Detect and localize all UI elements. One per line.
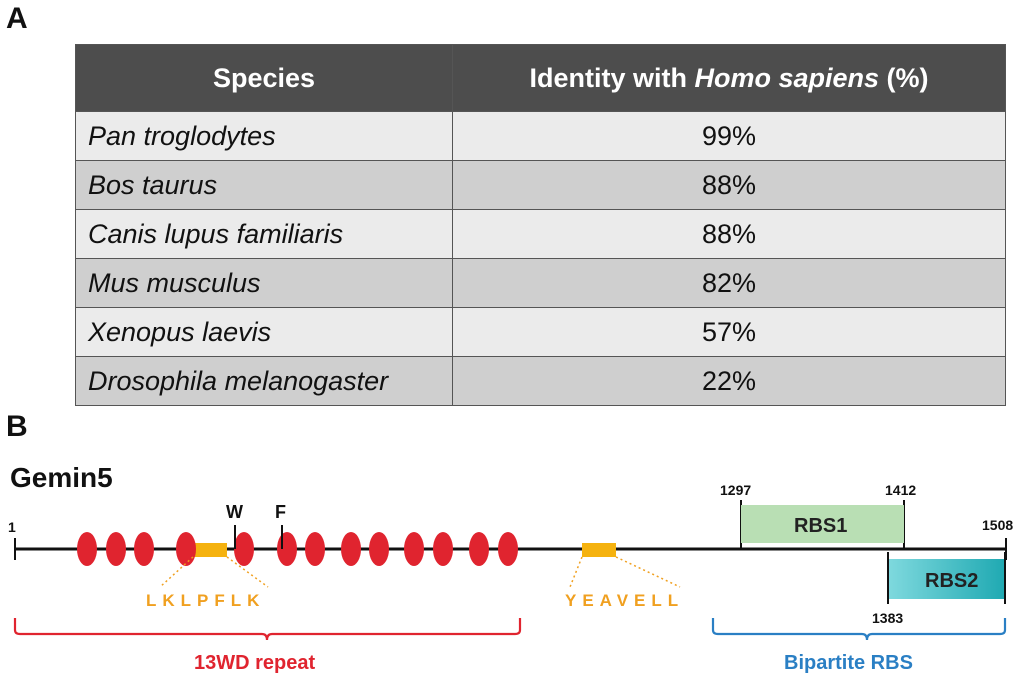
rbs1-label: RBS1: [794, 515, 847, 537]
species-cell: Drosophila melanogaster: [75, 356, 453, 406]
motif-2-sequence: YEAVELL: [565, 591, 684, 610]
wd-repeat-blade: [234, 532, 254, 566]
header-identity-italic: Homo sapiens: [694, 62, 880, 93]
species-cell: Bos taurus: [75, 160, 453, 210]
wd-repeat-blade: [176, 532, 196, 566]
header-identity: Identity with Homo sapiens (%): [452, 44, 1006, 112]
wd-repeat-blade: [498, 532, 518, 566]
rbs2-start-label: 1383: [872, 610, 903, 626]
wd-repeat-blade: [404, 532, 424, 566]
table-row: Mus musculus 82%: [75, 258, 1006, 308]
motif-box-2: [582, 543, 616, 557]
wd-repeat-blade: [277, 532, 297, 566]
wd-repeat-blade: [369, 532, 389, 566]
identity-cell: 88%: [452, 209, 1006, 259]
table-row: Drosophila melanogaster 22%: [75, 356, 1006, 406]
wd-repeat-blade: [469, 532, 489, 566]
identity-cell: 22%: [452, 356, 1006, 406]
wd-repeat-blade: [433, 532, 453, 566]
wd-repeat-brace-label: 13WD repeat: [194, 652, 315, 674]
rbs2-domain-box: [888, 559, 1005, 599]
header-identity-suffix: (%): [879, 62, 929, 93]
motif-box-1: [193, 543, 227, 557]
species-cell: Canis lupus familiaris: [75, 209, 453, 259]
table-row: Canis lupus familiaris 88%: [75, 209, 1006, 259]
species-cell: Xenopus laevis: [75, 307, 453, 357]
species-cell: Pan troglodytes: [75, 111, 453, 161]
wd-repeat-group: [77, 532, 518, 566]
motif-1-callout-right: [226, 556, 269, 588]
identity-cell: 88%: [452, 160, 1006, 210]
header-identity-prefix: Identity with: [529, 62, 695, 93]
species-cell: Mus musculus: [75, 258, 453, 308]
protein-name: Gemin5: [10, 462, 113, 493]
end-position-label: 1508: [982, 517, 1013, 533]
wd-repeat-blade: [134, 532, 154, 566]
header-species: Species: [75, 44, 453, 112]
identity-cell: 99%: [452, 111, 1006, 161]
wd-repeat-blade: [77, 532, 97, 566]
wd-repeat-blade: [341, 532, 361, 566]
residue-w-label: W: [226, 502, 243, 522]
panel-a-letter: A: [6, 2, 28, 35]
table-header-row: Species Identity with Homo sapiens (%): [75, 44, 1006, 112]
start-position-label: 1: [8, 519, 16, 535]
table-row: Bos taurus 88%: [75, 160, 1006, 210]
motif-2-callout-left: [569, 556, 583, 588]
rbs1-end-label: 1412: [885, 482, 916, 498]
wd-repeat-blade: [106, 532, 126, 566]
rbs1-domain-box: [741, 505, 904, 543]
wd-repeat-brace: [13, 618, 522, 641]
residue-f-label: F: [275, 502, 286, 522]
rbs1-start-label: 1297: [720, 482, 751, 498]
bipartite-rbs-brace: [711, 618, 1007, 641]
motif-1-sequence: LKLPFLK: [146, 591, 265, 610]
motif-1-callout-left: [159, 556, 194, 588]
table-row: Xenopus laevis 57%: [75, 307, 1006, 357]
identity-cell: 57%: [452, 307, 1006, 357]
motif-2-callout-right: [615, 556, 681, 588]
table-row: Pan troglodytes 99%: [75, 111, 1006, 161]
rbs2-label: RBS2: [925, 570, 978, 592]
panel-b-letter: B: [6, 410, 28, 443]
species-identity-table: Species Identity with Homo sapiens (%) P…: [75, 44, 1006, 406]
wd-repeat-blade: [305, 532, 325, 566]
bipartite-rbs-brace-label: Bipartite RBS: [784, 652, 913, 674]
